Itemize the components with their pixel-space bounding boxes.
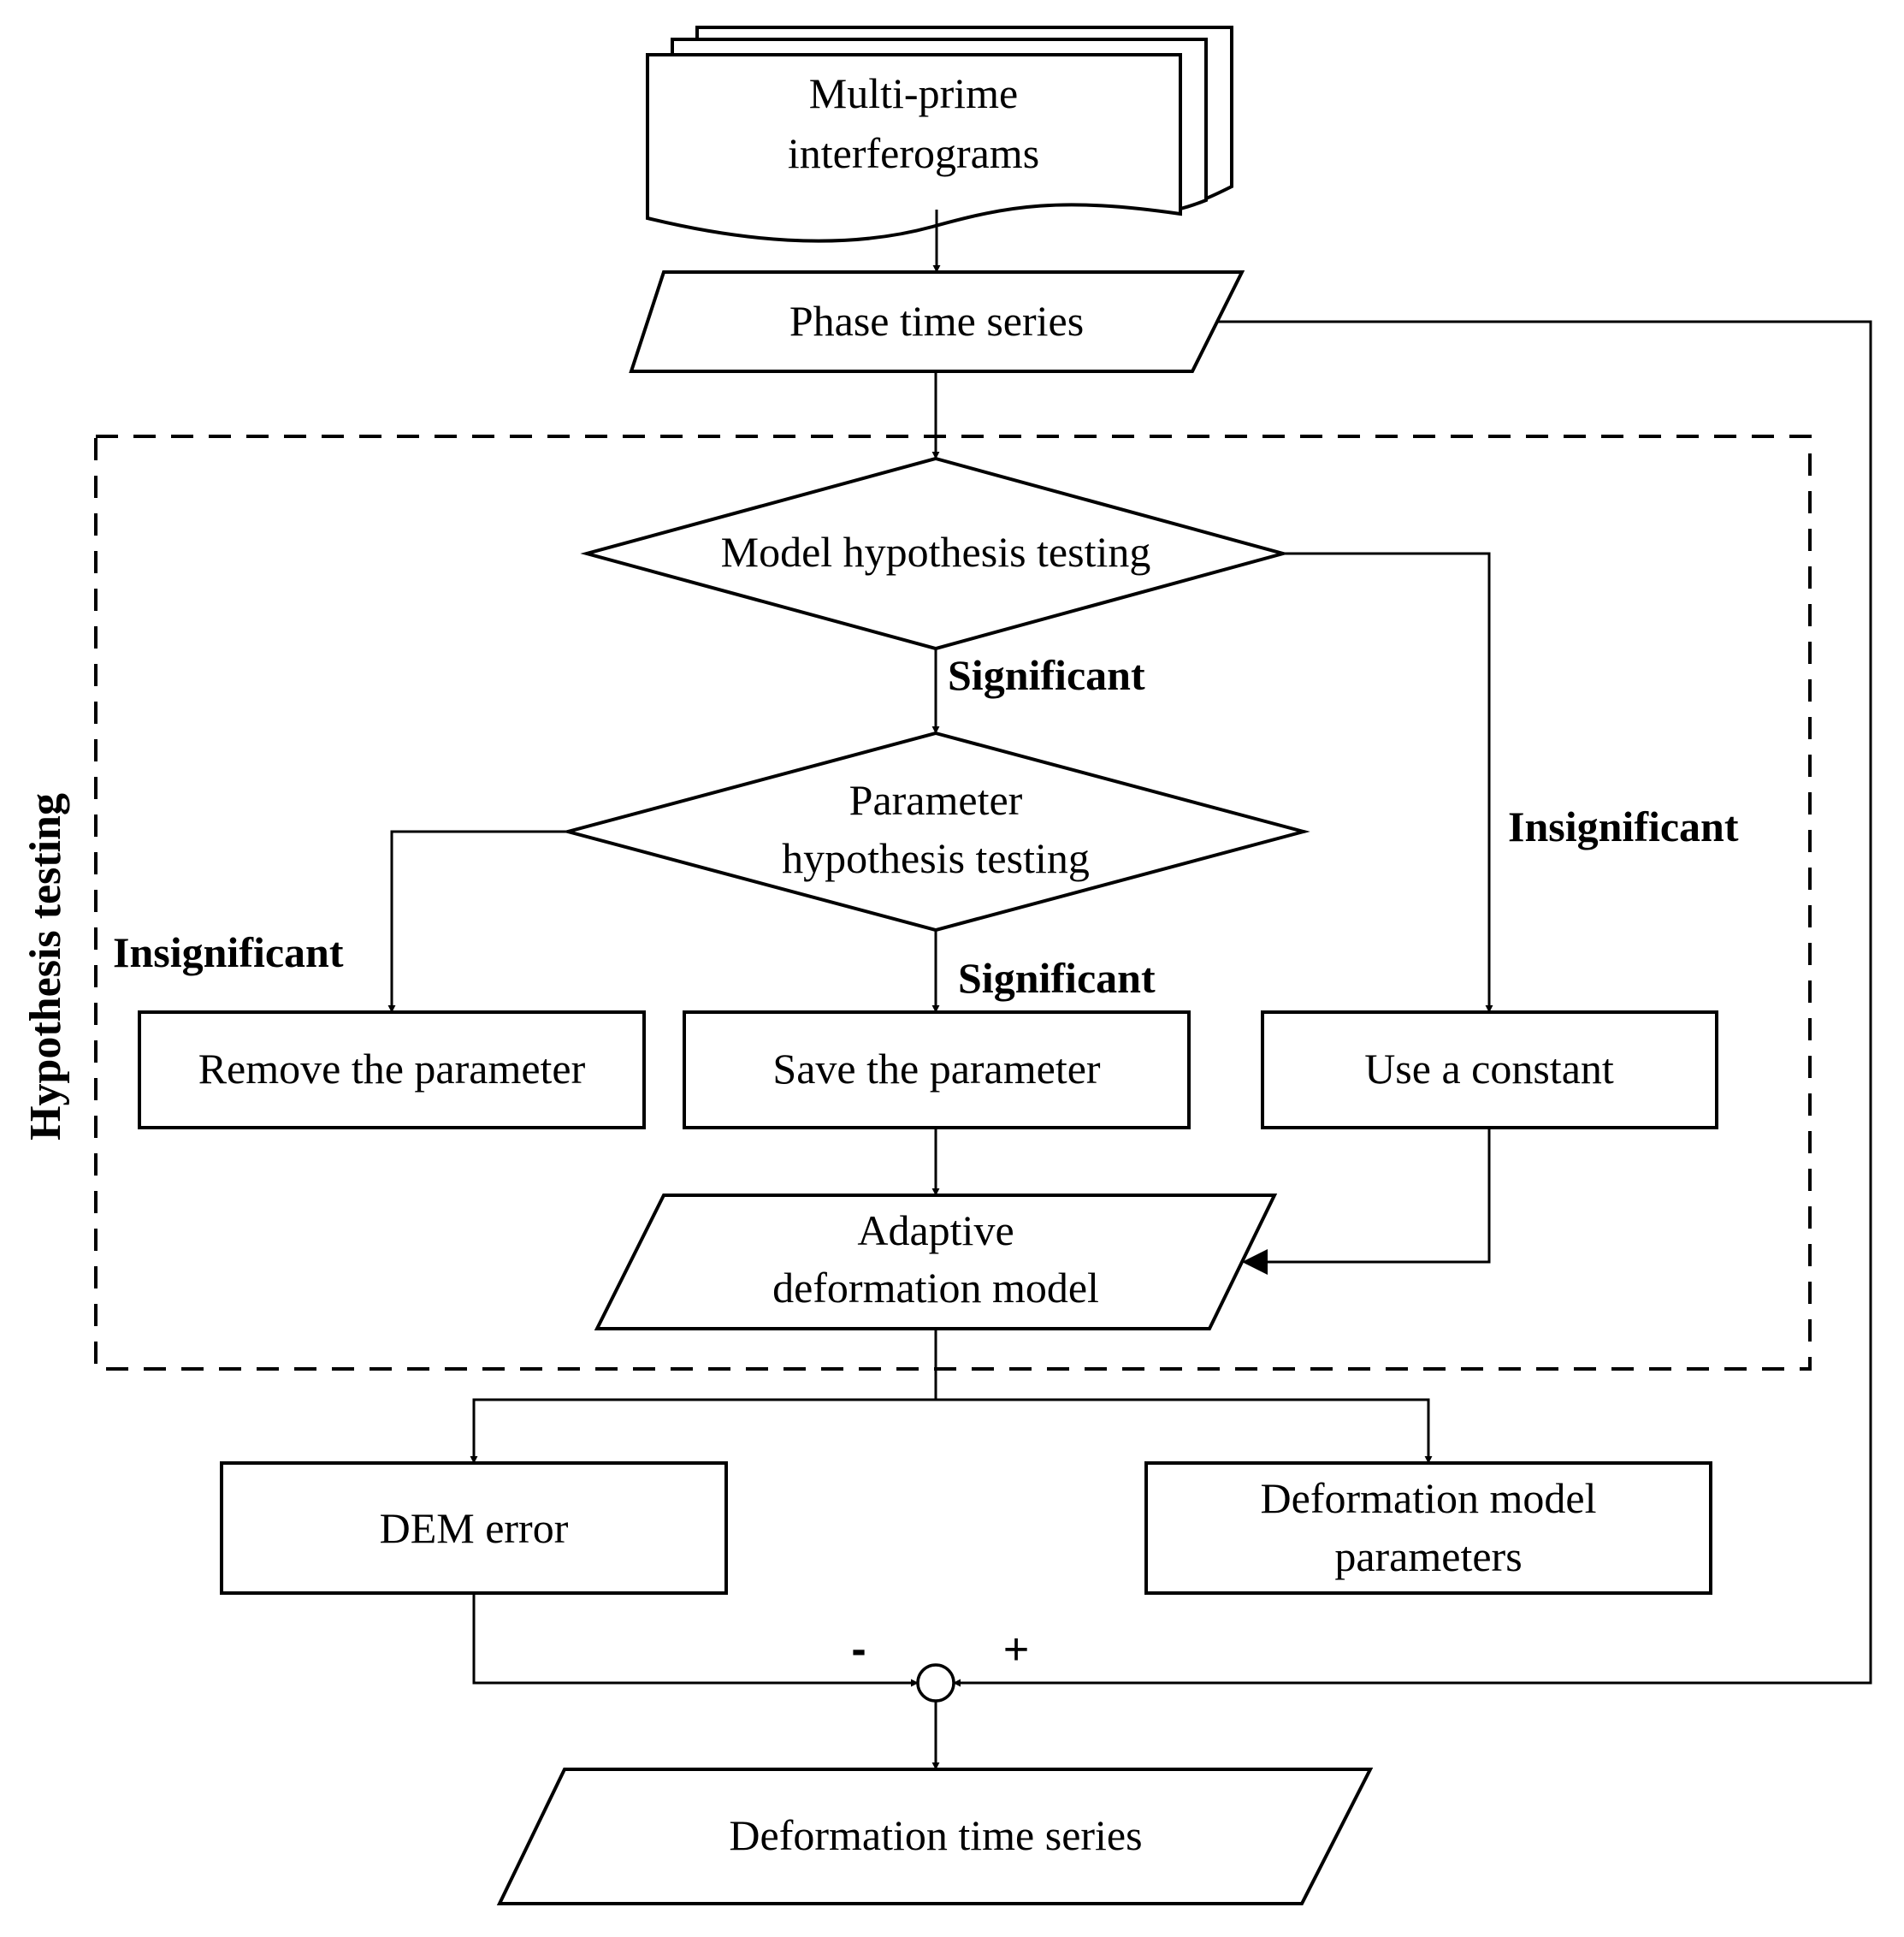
deformation-params-line2: parameters bbox=[1334, 1532, 1522, 1580]
arrow-constant-to-adaptive bbox=[1242, 1128, 1491, 1275]
arrow-adaptive-to-dem bbox=[470, 1329, 937, 1464]
phase-time-series-node: Phase time series bbox=[629, 270, 1245, 373]
arrow-parameter-to-remove bbox=[387, 830, 568, 1013]
plus-sign: + bbox=[1003, 1625, 1029, 1674]
deformation-params-node: Deformation model parameters bbox=[1144, 1461, 1712, 1595]
minus-sign: - bbox=[851, 1625, 866, 1674]
dem-error-node: DEM error bbox=[220, 1461, 728, 1595]
connectors bbox=[387, 210, 1872, 1770]
deformation-params-line1: Deformation model bbox=[1261, 1474, 1597, 1522]
arrow-adaptive-to-params bbox=[936, 1398, 1433, 1464]
interferograms-line2: interferograms bbox=[788, 129, 1039, 177]
interferograms-document: Multi-prime interferograms bbox=[646, 26, 1233, 243]
summing-junction bbox=[916, 1663, 955, 1703]
interferograms-line1: Multi-prime bbox=[809, 69, 1018, 117]
parameter-hypothesis-line2: hypothesis testing bbox=[782, 834, 1090, 882]
arrow-phase-to-junction bbox=[953, 320, 1872, 1687]
label-model-insignificant: Insignificant bbox=[1508, 803, 1739, 850]
deformation-time-series-label: Deformation time series bbox=[729, 1811, 1142, 1859]
save-parameter-node: Save the parameter bbox=[683, 1010, 1191, 1129]
parameter-hypothesis-line1: Parameter bbox=[849, 776, 1023, 824]
label-model-significant: Significant bbox=[948, 651, 1145, 699]
arrow-model-to-constant bbox=[1283, 552, 1493, 1013]
adaptive-model-node: Adaptive deformation model bbox=[594, 1194, 1278, 1330]
model-hypothesis-label: Model hypothesis testing bbox=[721, 528, 1151, 576]
label-param-significant: Significant bbox=[958, 954, 1156, 1002]
dem-error-label: DEM error bbox=[380, 1504, 569, 1552]
remove-parameter-label: Remove the parameter bbox=[198, 1045, 586, 1093]
arrow-dem-to-junction bbox=[472, 1593, 919, 1687]
phase-time-series-label: Phase time series bbox=[789, 297, 1084, 345]
deformation-time-series-node: Deformation time series bbox=[496, 1768, 1374, 1905]
hypothesis-group-box bbox=[94, 435, 1812, 1371]
hypothesis-group-label: Hypothesis testing bbox=[21, 793, 70, 1140]
model-hypothesis-decision: Model hypothesis testing bbox=[580, 456, 1290, 651]
adaptive-model-line1: Adaptive bbox=[857, 1206, 1014, 1254]
remove-parameter-node: Remove the parameter bbox=[138, 1010, 646, 1129]
parameter-hypothesis-decision: Parameter hypothesis testing bbox=[561, 731, 1310, 933]
label-param-insignificant: Insignificant bbox=[113, 928, 344, 976]
adaptive-model-line2: deformation model bbox=[772, 1264, 1099, 1312]
use-constant-node: Use a constant bbox=[1261, 1010, 1718, 1129]
use-constant-label: Use a constant bbox=[1364, 1045, 1614, 1093]
save-parameter-label: Save the parameter bbox=[772, 1045, 1100, 1093]
